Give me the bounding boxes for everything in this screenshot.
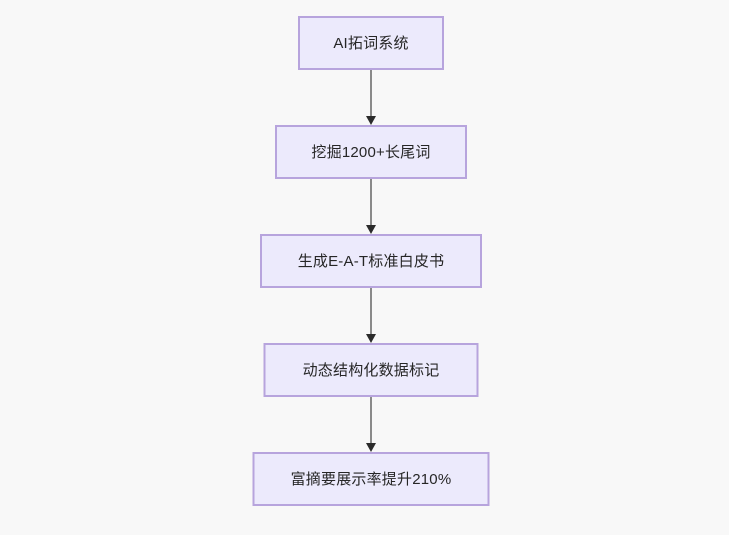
arrow-head-icon (366, 225, 376, 234)
flow-connector-arrow (364, 179, 378, 234)
flow-node-label: 挖掘1200+长尾词 (311, 143, 431, 161)
flow-connector-arrow (364, 397, 378, 452)
connector-line (370, 179, 372, 225)
flow-node-3[interactable]: 生成E-A-T标准白皮书 (260, 234, 482, 288)
flow-node-1[interactable]: AI拓词系统 (298, 16, 444, 70)
arrow-head-icon (366, 443, 376, 452)
flow-node-4[interactable]: 动态结构化数据标记 (263, 343, 479, 397)
connector-line (370, 397, 372, 443)
flow-node-label: 富摘要展示率提升210% (290, 470, 452, 488)
connector-line (370, 70, 372, 116)
flow-node-5[interactable]: 富摘要展示率提升210% (252, 452, 490, 506)
flow-node-label: 动态结构化数据标记 (302, 361, 440, 379)
flow-connector-arrow (364, 288, 378, 343)
connector-line (370, 288, 372, 334)
flow-node-label: AI拓词系统 (333, 34, 409, 52)
arrow-head-icon (366, 116, 376, 125)
flow-connector-arrow (364, 70, 378, 125)
arrow-head-icon (366, 334, 376, 343)
flow-node-label: 生成E-A-T标准白皮书 (297, 252, 445, 270)
flow-node-2[interactable]: 挖掘1200+长尾词 (275, 125, 467, 179)
